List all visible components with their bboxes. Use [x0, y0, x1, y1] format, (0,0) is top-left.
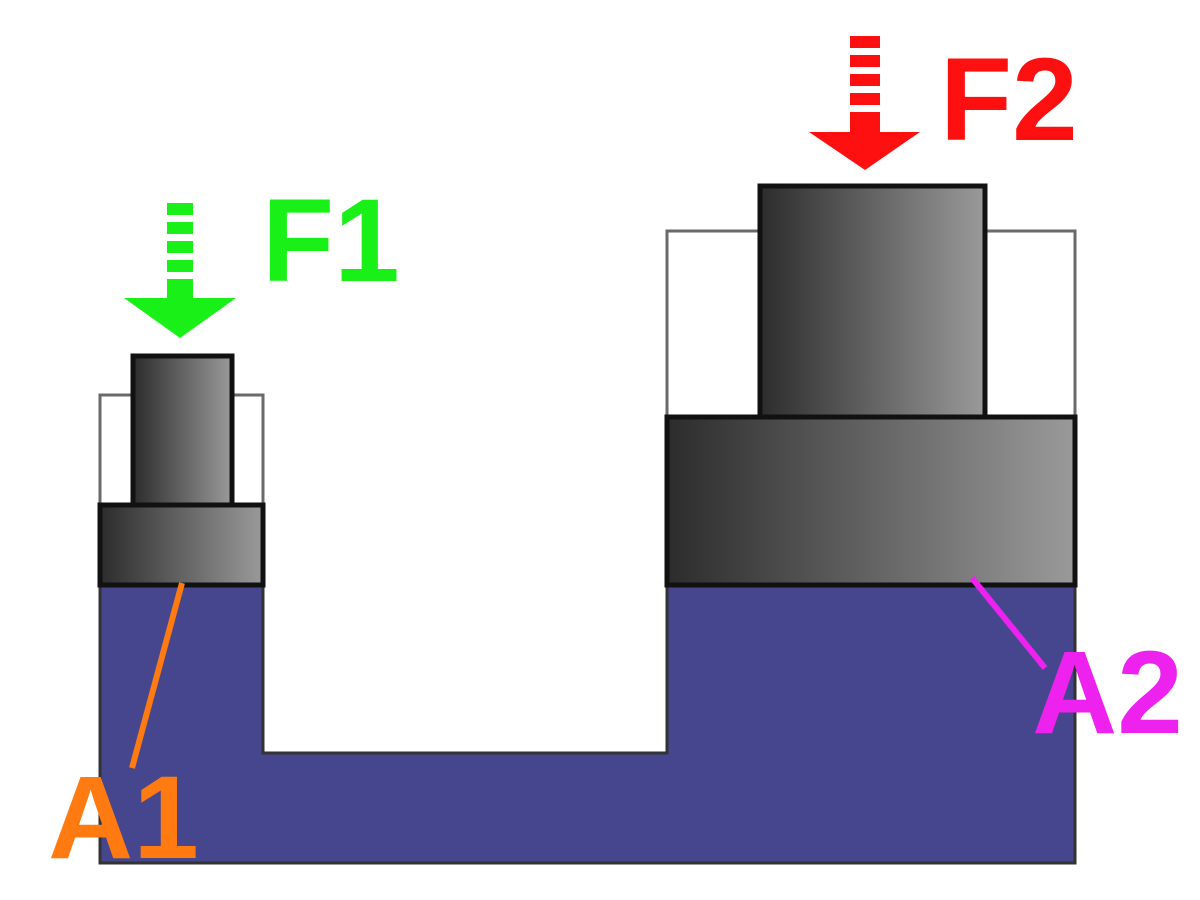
a2-pointer-line [969, 576, 1048, 670]
force-arrow-f1 [124, 203, 236, 338]
large-piston-head [664, 414, 1078, 588]
force-arrow-f2 [809, 36, 920, 170]
small-piston-rod [130, 353, 235, 509]
label-f2: F2 [940, 34, 1078, 166]
hydraulic-fluid [98, 583, 1077, 865]
label-a1: A1 [48, 752, 199, 884]
label-a2: A2 [1032, 627, 1183, 759]
large-piston-rod [757, 183, 988, 421]
label-f1: F1 [262, 175, 400, 307]
a1-pointer-line [129, 582, 185, 769]
small-piston-head [97, 502, 266, 588]
